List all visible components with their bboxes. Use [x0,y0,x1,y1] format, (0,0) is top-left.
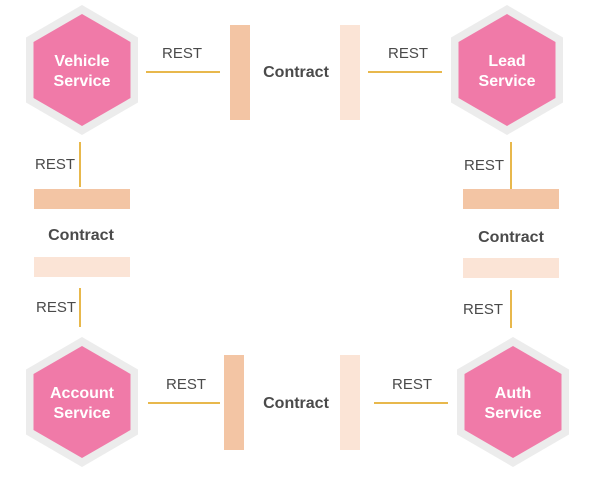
rest-label-top-left: REST [162,45,202,62]
hexagon-icon [458,14,556,126]
service-label-line2: Service [479,73,536,90]
rest-label-bottom-right: REST [392,376,432,393]
service-node-account: Account Service [26,337,138,467]
rest-label-top-right: REST [388,45,428,62]
contract-bar-top-dark [230,25,250,120]
contract-bar-bottom-light [340,355,360,450]
contract-bar-top-light [340,25,360,120]
contract-bar-left-light [34,257,130,277]
service-label-line2: Service [54,405,111,422]
contract-bar-right-dark [463,189,559,209]
hexagon-icon [464,346,562,458]
hexagon-icon [33,14,131,126]
rest-label-right-bottom: REST [463,301,503,318]
service-label-line2: Service [485,405,542,422]
connection-labels: REST Contract REST REST Contract REST RE… [35,45,545,412]
contract-bar-left-dark [34,189,130,209]
service-node-lead: Lead Service [451,5,563,135]
service-label-line1: Lead [488,53,525,70]
service-label-line1: Account [50,385,115,402]
service-label-line1: Vehicle [54,53,109,70]
rest-label-left-top: REST [35,156,75,173]
contract-bar-right-light [463,258,559,278]
rest-label-left-bottom: REST [36,299,76,316]
contract-label-right: Contract [478,229,544,246]
rest-label-bottom-left: REST [166,376,206,393]
contract-label-left: Contract [48,227,114,244]
connector-lines [79,71,512,404]
service-node-auth: Auth Service [457,337,569,467]
contract-bars [34,25,559,450]
service-label-line1: Auth [495,385,531,402]
service-label-line2: Service [54,73,111,90]
contract-label-top: Contract [263,64,329,81]
hexagon-icon [33,346,131,458]
contract-bar-bottom-dark [224,355,244,450]
contract-label-bottom: Contract [263,395,329,412]
rest-label-right-top: REST [464,157,504,174]
service-node-vehicle: Vehicle Service [26,5,138,135]
